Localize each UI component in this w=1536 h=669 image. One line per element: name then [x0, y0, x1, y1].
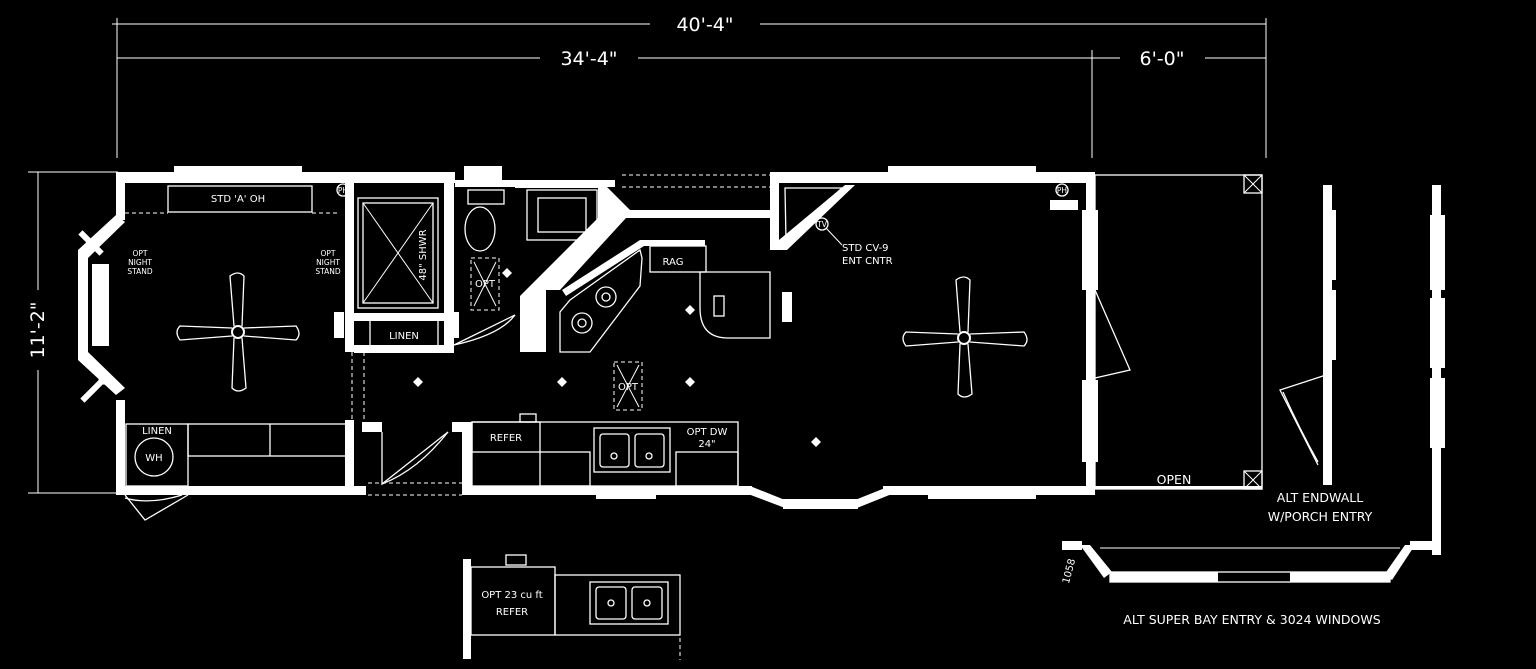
refer-label: REFER — [490, 433, 522, 444]
bathroom — [354, 183, 516, 353]
alt-super-bay-label: ALT SUPER BAY ENTRY & 3024 WINDOWS — [1123, 612, 1380, 627]
ceiling-lights — [413, 268, 821, 447]
open-label: OPEN — [1157, 472, 1192, 487]
std-a-oh-label: STD 'A' OH — [211, 194, 265, 205]
width-label: 11'-2" — [27, 301, 49, 358]
ceiling-fan-right-icon — [902, 276, 1028, 398]
alt-endwall — [1279, 185, 1445, 555]
night-stand-left-1: OPT — [132, 249, 147, 258]
left-bay-window — [78, 215, 125, 403]
dimension-lines — [28, 18, 1267, 494]
ceiling-fan-icon — [176, 272, 300, 392]
wh-label: WH — [145, 453, 162, 464]
shower-label: 48" SHWR — [418, 229, 429, 280]
porch — [1094, 174, 1263, 490]
opt-floor-item — [613, 361, 643, 411]
night-stand-left-3: STAND — [127, 267, 153, 276]
night-stand-right-1: OPT — [320, 249, 335, 258]
opt-label-floor: OPT — [618, 382, 639, 393]
std-cv9-label: STD CV-9 — [842, 243, 889, 254]
bedroom — [98, 172, 365, 495]
night-stand-left-2: NIGHT — [128, 258, 152, 267]
unit-length-label: 34'-4" — [560, 48, 617, 70]
opt-refer-label-2: REFER — [496, 607, 528, 618]
alt-super-bay — [1062, 541, 1440, 583]
opt-dw-label: OPT DW — [687, 427, 728, 438]
opt-refer-label-1: OPT 23 cu ft — [481, 590, 542, 601]
opt-label-bath: OPT — [475, 279, 496, 290]
overall-length-label: 40'-4" — [676, 14, 733, 36]
alt-endwall-label-1: ALT ENDWALL — [1277, 490, 1363, 505]
ph-label-left: PH — [338, 186, 348, 195]
utility-chase — [515, 180, 771, 353]
rag-label: RAG — [663, 257, 684, 268]
dw-size-label: 24" — [698, 439, 715, 450]
window-code-label: 1058 — [1061, 558, 1078, 585]
top-windows — [174, 166, 1036, 188]
porch-length-label: 6'-0" — [1140, 48, 1185, 70]
bottom-windows — [368, 482, 1036, 509]
linen-label-bath: LINEN — [389, 331, 419, 342]
exterior-door-left — [124, 494, 189, 521]
linen-label-bedroom: LINEN — [142, 426, 172, 437]
kitchen-bottom — [362, 413, 739, 492]
ph-label-right: PH — [1057, 186, 1067, 195]
right-windows — [1082, 210, 1098, 462]
tv-label-left: TV — [99, 374, 111, 383]
ent-cntr-label: ENT CNTR — [842, 256, 893, 267]
tv-label-right: TV — [816, 220, 828, 229]
night-stand-right-3: STAND — [315, 267, 341, 276]
opt-refer-inset — [463, 554, 681, 660]
night-stand-right-2: NIGHT — [316, 258, 340, 267]
alt-endwall-label-2: W/PORCH ENTRY — [1268, 509, 1373, 524]
entertainment-center — [770, 172, 1078, 322]
